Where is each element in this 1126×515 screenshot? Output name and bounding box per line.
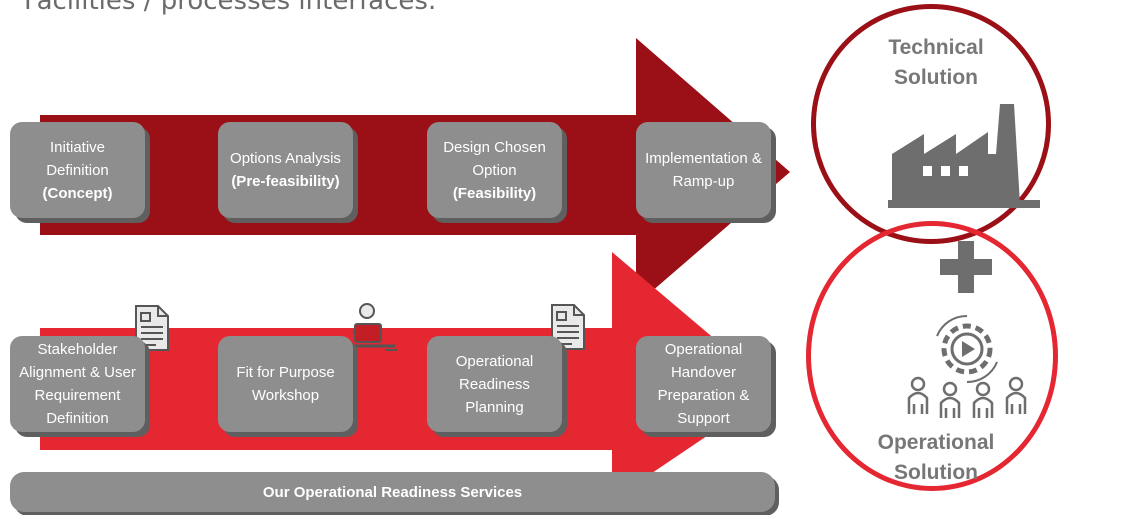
step-design-chosen-option: Design Chosen Option (Feasibility) <box>427 122 562 218</box>
gear-play-icon <box>936 314 998 384</box>
step-operational-readiness-planning: Operational Readiness Planning <box>427 336 562 432</box>
plus-icon <box>940 241 992 293</box>
person-at-laptop-icon <box>337 303 397 351</box>
services-bar: Our Operational Readiness Services <box>10 472 775 512</box>
people-icon <box>907 376 1027 418</box>
step-operational-handover: Operational Handover Preparation & Suppo… <box>636 336 771 432</box>
operational-solution-label: Operational Solution <box>877 431 995 484</box>
factory-icon <box>888 104 1040 208</box>
diagram-heading: Facilities / processes interfaces. <box>24 0 437 16</box>
step-fit-for-purpose-workshop: Fit for Purpose Workshop <box>218 336 353 432</box>
step-options-analysis: Options Analysis (Pre-feasibility) <box>218 122 353 218</box>
bottom-process-arrow <box>40 252 775 500</box>
top-process-arrow <box>40 38 790 305</box>
operational-solution-circle <box>806 221 1058 491</box>
step-implementation-ramp-up: Implementation & Ramp-up <box>636 122 771 218</box>
step-stakeholder-alignment: Stakeholder Alignment & User Requirement… <box>10 336 145 432</box>
technical-solution-label: Technical Solution <box>888 36 984 89</box>
step-initiative-definition: Initiative Definition (Concept) <box>10 122 145 218</box>
